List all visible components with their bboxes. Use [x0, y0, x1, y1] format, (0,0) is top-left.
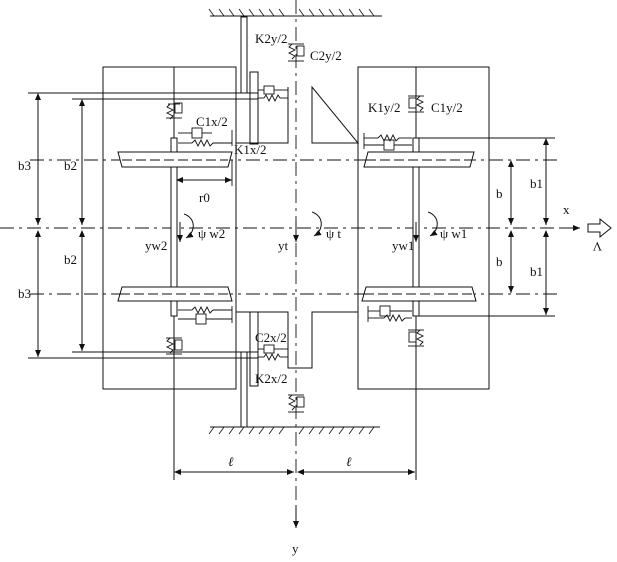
- primary-longitudinal-spring-damper-left-top: [165, 96, 183, 120]
- label-psi-w2: ψ w2: [198, 226, 225, 241]
- label-r0: r0: [199, 190, 210, 205]
- primary-lateral-spring-damper-rr: [367, 305, 412, 323]
- label-k2x: K2x/2: [255, 371, 288, 386]
- reference-lines-right: [418, 137, 555, 317]
- label-yw1: yw1: [392, 238, 414, 253]
- ground-top: [208, 8, 382, 17]
- secondary-lateral-spring-damper-top: [258, 85, 288, 103]
- label-b3-top: b3: [18, 158, 31, 173]
- velocity-arrow: [587, 217, 612, 239]
- label-c2y: C2y/2: [310, 48, 342, 63]
- primary-longitudinal-spring-damper-left-bottom: [165, 337, 183, 355]
- label-psi-w1: ψ w1: [440, 226, 467, 241]
- label-b-bottom: b: [496, 254, 503, 269]
- label-k1x: K1x/2: [234, 142, 267, 157]
- primary-lateral-spring-damper-rl: [178, 305, 233, 325]
- motion-arrows: [177, 211, 438, 242]
- wheel-rear-right: [361, 286, 477, 302]
- label-x-axis: x: [563, 202, 570, 217]
- label-yt: yt: [278, 238, 289, 253]
- label-b1-bottom: b1: [530, 264, 543, 279]
- label-ell-left: ℓ: [228, 454, 234, 469]
- label-y-axis: y: [292, 541, 299, 556]
- secondary-longitudinal-spring-damper-bottom: [287, 394, 305, 413]
- label-velocity: V: [592, 239, 602, 254]
- secondary-lateral-spring-damper-bottom: [258, 344, 288, 362]
- label-ell-right: ℓ: [346, 454, 352, 469]
- label-b-top: b: [496, 186, 503, 201]
- label-b2-top: b2: [64, 158, 77, 173]
- car-body: [236, 85, 360, 369]
- wheel-front-right: [363, 151, 475, 168]
- wheels: [117, 151, 477, 302]
- label-b2-bottom: b2: [64, 252, 77, 267]
- primary-longitudinal-spring-damper-right-top: [408, 95, 425, 113]
- label-yw2: yw2: [145, 238, 167, 253]
- secondary-longitudinal-spring-damper-top: [287, 43, 305, 62]
- label-b3-bottom: b3: [18, 286, 31, 301]
- reference-lines-left: [28, 92, 258, 359]
- label-psi-t: ψ t: [326, 226, 341, 241]
- label-c1x: C1x/2: [196, 114, 228, 129]
- ground-bottom: [208, 426, 380, 435]
- left-wheelset-axle: [170, 137, 178, 317]
- primary-longitudinal-spring-damper-right-bottom: [408, 329, 425, 347]
- label-k2y: K2y/2: [255, 31, 288, 46]
- primary-lateral-spring-damper-fl: [178, 127, 233, 148]
- wheel-front-left: [117, 151, 233, 168]
- centre-lines: [0, 0, 570, 520]
- label-c2x: C2x/2: [255, 330, 287, 345]
- primary-lateral-spring-damper-fr: [363, 133, 412, 151]
- label-c1y: C1y/2: [431, 100, 463, 115]
- label-k1y: K1y/2: [368, 100, 401, 115]
- wheel-rear-left: [117, 286, 233, 302]
- label-b1-top: b1: [530, 176, 543, 191]
